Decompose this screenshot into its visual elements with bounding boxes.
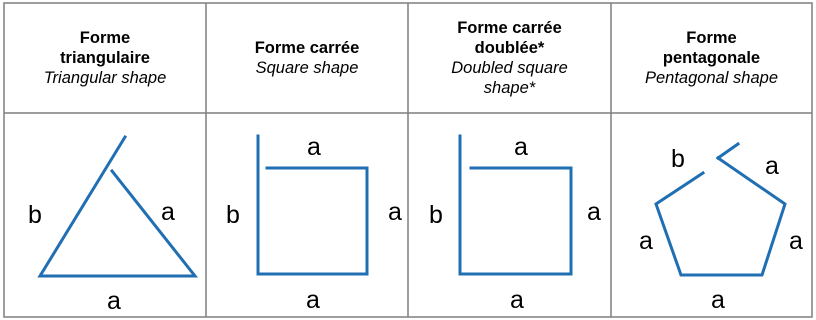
header-fr-line: triangulaire: [60, 49, 150, 67]
triangle-diagram: b a a: [28, 134, 199, 315]
triangle-label-left: b: [28, 201, 42, 229]
triangle-label-right: a: [161, 198, 175, 226]
pentagon-label-bottom: a: [711, 286, 725, 314]
doubled-square-label-top: a: [514, 133, 528, 161]
pentagon-diagram: b a a a a: [639, 141, 803, 314]
header-fr-line: Forme carrée: [254, 39, 360, 57]
pentagon-label-left: a: [639, 227, 653, 255]
doubled-square-label-bottom: a: [510, 286, 524, 314]
square-label-right: a: [388, 198, 402, 226]
header-fr-line: Forme carrée: [457, 19, 562, 37]
header-en-line: Pentagonal shape: [644, 69, 779, 87]
header-en-line: Doubled square: [451, 59, 568, 77]
pentagon-label-right: a: [789, 227, 803, 255]
doubled-square-label-right: a: [587, 198, 601, 226]
header-triangular: Forme triangulaire Triangular shape: [4, 3, 206, 113]
header-fr-line: Forme: [686, 29, 737, 47]
header-fr-line: doublée*: [474, 39, 545, 57]
header-en-line: shape*: [483, 79, 536, 97]
header-fr-line: Forme: [79, 29, 131, 47]
doubled-square-shape: [458, 134, 573, 276]
triangle-label-bottom: a: [107, 287, 121, 315]
triangle-shape: [37, 134, 199, 278]
doubled-square-label-left: b: [429, 201, 443, 229]
pentagon-label-top-left: b: [671, 145, 685, 173]
pentagon-shape: [654, 155, 787, 277]
square-shape: [256, 134, 369, 276]
header-en-line: Triangular shape: [43, 69, 167, 87]
header-pentagonal: Forme pentagonale Pentagonal shape: [611, 3, 812, 113]
square-label-left: b: [226, 201, 240, 229]
header-doubled-square: Forme carrée doublée* Doubled square sha…: [408, 3, 611, 113]
header-square: Forme carrée Square shape: [206, 3, 408, 113]
square-diagram: a b a a: [226, 133, 402, 314]
header-fr-line: pentagonale: [662, 49, 761, 67]
square-label-top: a: [307, 133, 321, 161]
doubled-square-diagram: a b a a: [429, 133, 601, 314]
square-label-bottom: a: [306, 286, 320, 314]
pentagon-label-top-right: a: [765, 152, 779, 180]
pentagon-open-end: [715, 141, 741, 161]
header-en-line: Square shape: [255, 59, 359, 77]
